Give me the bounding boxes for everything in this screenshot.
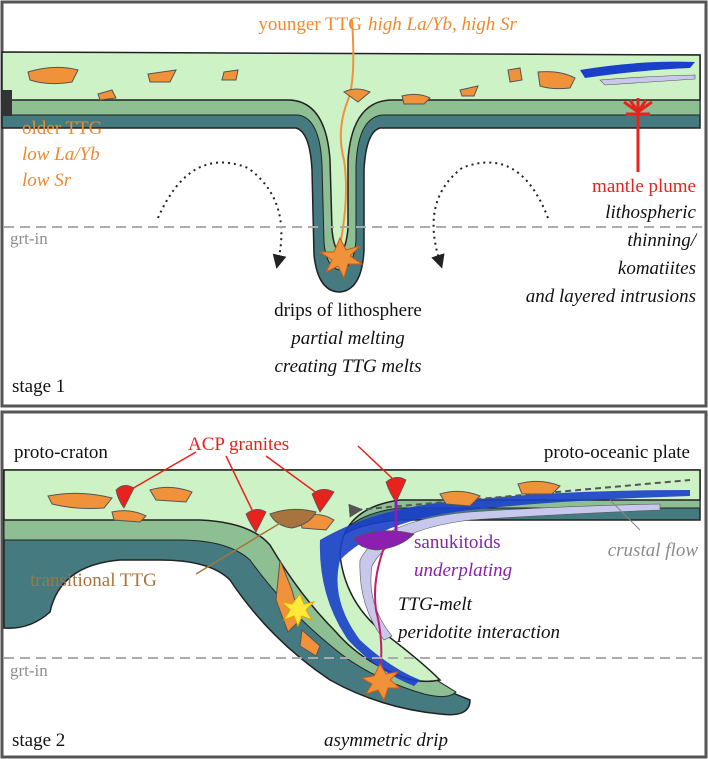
mantle-plume-label: mantle plume [592, 176, 696, 197]
stage1-melt-star [318, 236, 364, 280]
stage1-panel: younger TTG high La/Yb, high Sr older TT… [0, 0, 708, 408]
older-ttg-line1: low La/Yb [22, 144, 100, 165]
drips-line3: creating TTG melts [274, 356, 421, 377]
crustal-flow-leader [609, 499, 641, 531]
lithospheric-line1: lithospheric [605, 202, 696, 223]
transitional-ttg-label: transitional TTG [30, 570, 157, 591]
stage2-ttg-body [149, 486, 193, 503]
younger-ttg-pod [343, 88, 371, 103]
mantle-plume-symbol [623, 98, 653, 172]
ttg-melt-line1: TTG-melt [398, 594, 473, 615]
older-ttg-body [459, 85, 479, 97]
sanukitoids-label: sanukitoids [414, 532, 501, 553]
older-ttg-body [27, 66, 79, 85]
acp-granite [311, 489, 335, 513]
stage1-label: stage 1 [12, 376, 65, 397]
stage2-melt-conduit [374, 547, 385, 677]
stage1-left-edge-bar [2, 90, 12, 116]
younger-ttg-conduit [337, 19, 355, 256]
transitional-ttg-leader [195, 521, 283, 575]
younger-ttg-detail: high La/Yb, high Sr [368, 14, 517, 35]
ttg-melt-line2: peridotite interaction [396, 622, 560, 643]
lithospheric-line3: komatiites [618, 258, 696, 279]
stage2-ttg-body [111, 510, 147, 523]
proto-oceanic-label: proto-oceanic plate [544, 442, 690, 463]
stage2-melt-star [360, 662, 402, 702]
stage2-yellow-star [280, 593, 316, 628]
older-ttg-body [147, 69, 177, 83]
acp-granite [245, 509, 267, 533]
stage1-grt-in-label: grt-in [10, 229, 48, 248]
lithospheric-line4: and layered intrusions [526, 286, 696, 307]
stage2-label: stage 2 [12, 730, 65, 751]
stage1-blue-streak [580, 61, 695, 78]
sanukitoid-body [353, 530, 415, 551]
older-ttg-label: older TTG [22, 118, 103, 139]
proto-craton-label: proto-craton [14, 442, 108, 463]
stage2-ttg-body [439, 490, 481, 507]
stage2-panel: proto-craton ACP granites proto-oceanic … [0, 410, 708, 759]
stage2-ttg-dyke [299, 628, 321, 657]
crustal-flow-arrow [348, 479, 691, 518]
older-ttg-body [507, 67, 523, 83]
stage1-lavender-streak [599, 74, 696, 86]
circulation-arrow-right [431, 161, 549, 269]
stage2-ttg-body [517, 480, 561, 495]
drips-line2: partial melting [289, 328, 404, 349]
older-ttg-body [97, 89, 117, 101]
stage2-ttg-body [47, 492, 113, 509]
drips-line1: drips of lithosphere [274, 300, 422, 321]
acp-granite [115, 485, 135, 509]
older-ttg-body [221, 69, 239, 81]
asymmetric-drip-label: asymmetric drip [324, 730, 448, 751]
underplating-label: underplating [414, 560, 512, 581]
younger-ttg-label: younger TTG [258, 14, 362, 35]
acp-granite [385, 477, 407, 503]
older-ttg-line2: low Sr [22, 170, 72, 191]
stage2-grt-in-label: grt-in [10, 661, 48, 680]
older-ttg-body [537, 71, 576, 90]
lithospheric-line2: thinning/ [627, 230, 697, 251]
older-ttg-body [401, 93, 431, 105]
stage2-lavender-streak [359, 503, 661, 641]
acp-leader-lines [129, 445, 395, 515]
crustal-flow-label: crustal flow [608, 540, 699, 561]
acp-granites-label: ACP granites [188, 434, 289, 455]
